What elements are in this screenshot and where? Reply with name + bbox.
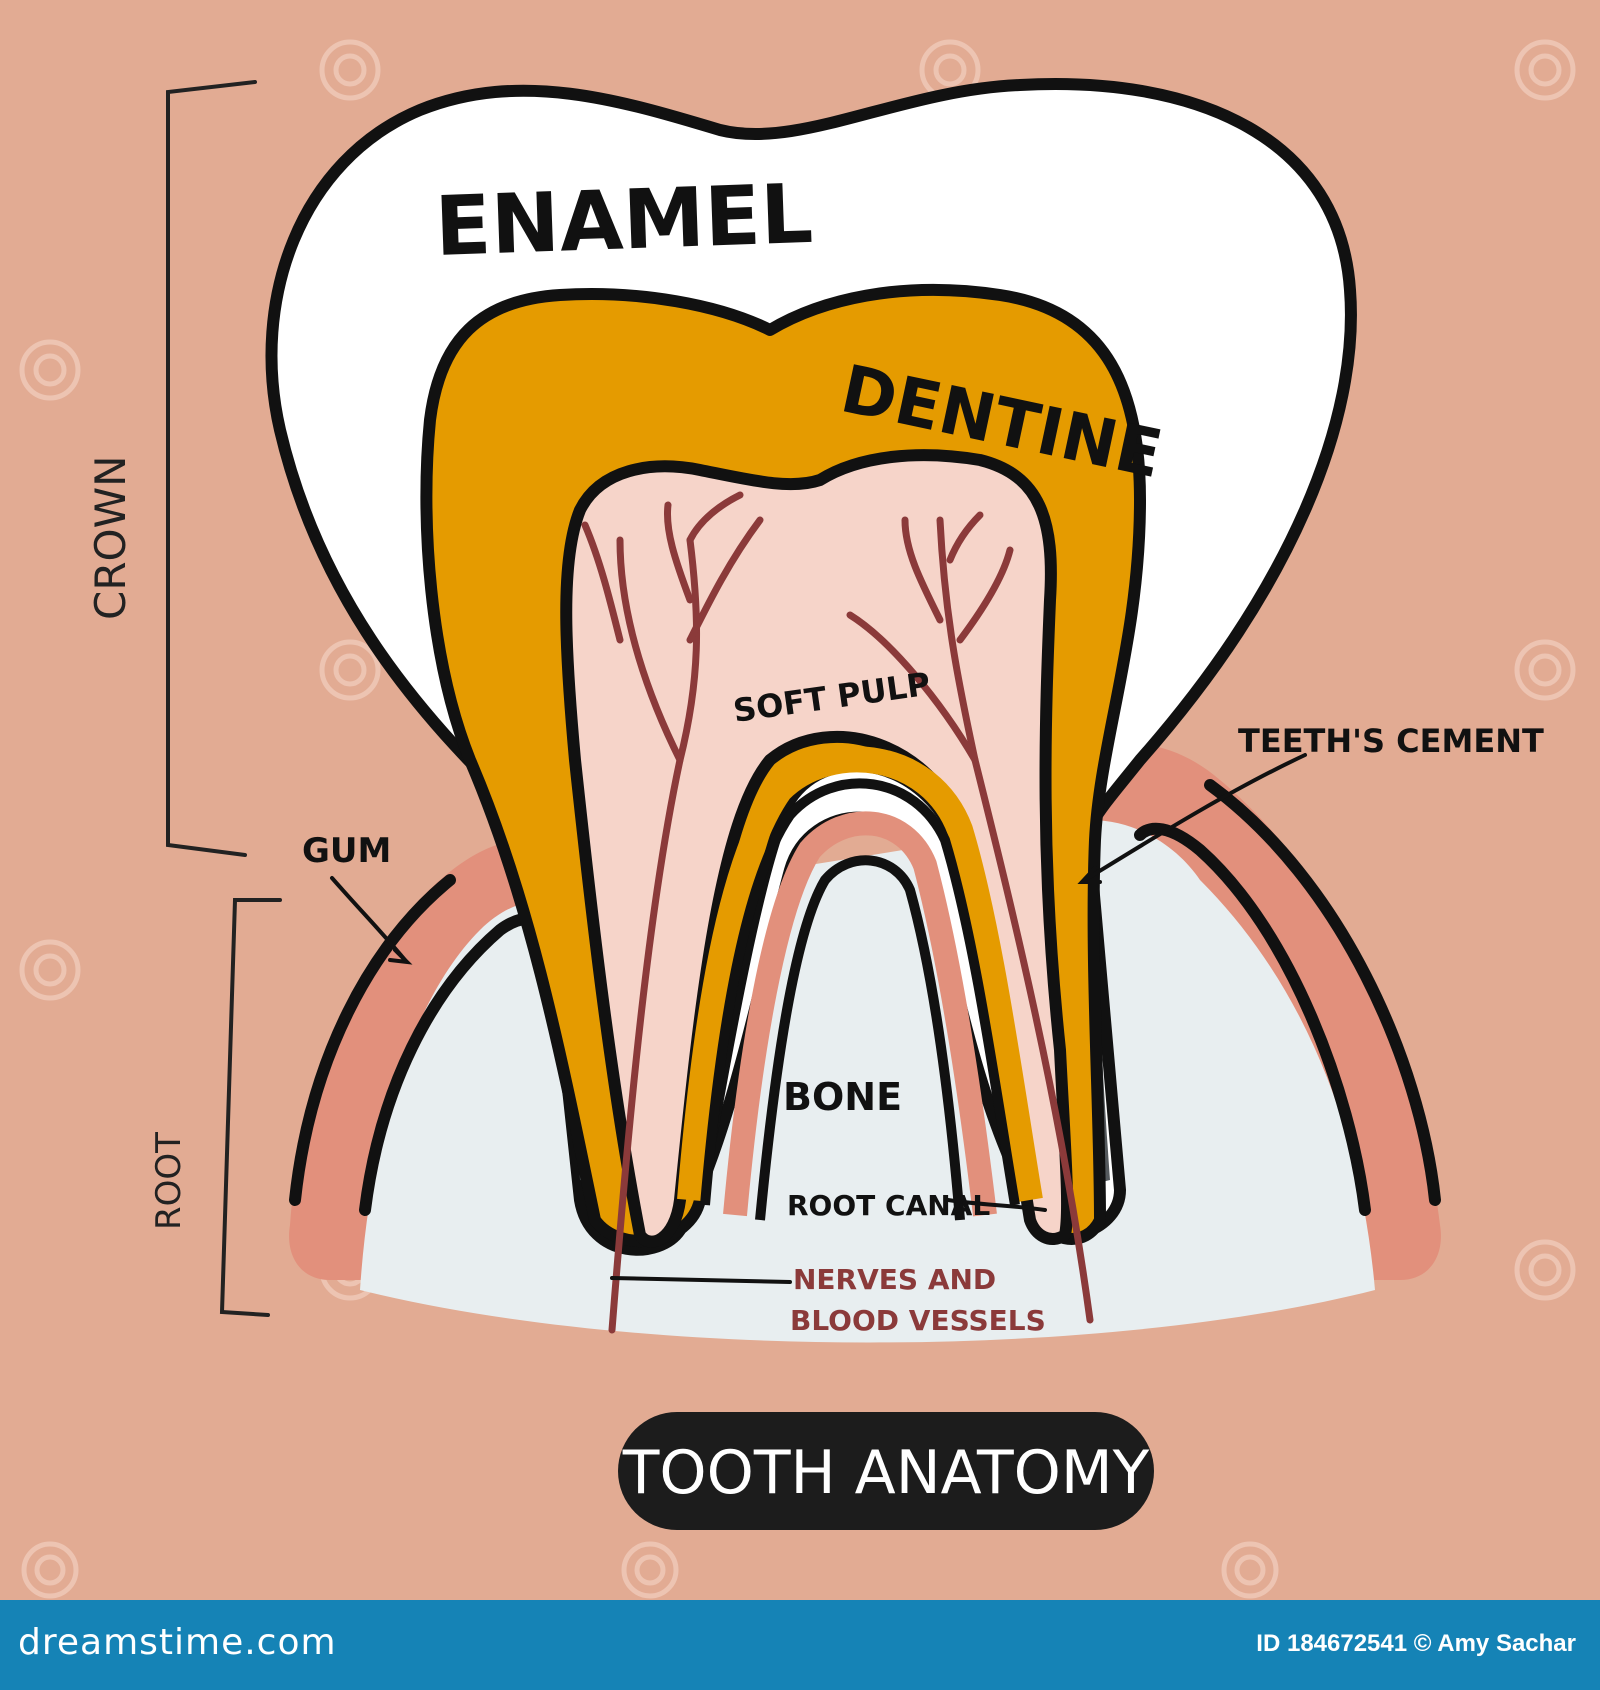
root-canal-outline <box>700 778 1020 1206</box>
brackets <box>166 80 282 1317</box>
crown-bracket <box>166 80 257 857</box>
gum-outline-left <box>289 874 456 1206</box>
teeths-cement-label: TEETH'S CEMENT <box>1238 722 1544 760</box>
site-logo[interactable]: dreamstime.com <box>18 1622 337 1663</box>
id-value: 184672541 <box>1286 1630 1408 1657</box>
soft-pulp <box>560 449 1074 1248</box>
leader-lines <box>330 753 1307 1284</box>
id-label: ID <box>1256 1630 1281 1657</box>
crown-label: CROWN <box>86 455 135 620</box>
gum-between-roots <box>723 811 997 1217</box>
nerves-label-line2: BLOOD VESSELS <box>790 1304 1046 1337</box>
root-bracket <box>219 898 282 1317</box>
enamel-label: ENAMEL <box>433 167 814 275</box>
root-canal-label: ROOT CANAL <box>787 1189 990 1222</box>
diagram-canvas: ENAMEL DENTINE SOFT PULP TEETH'S CEMENT … <box>19 39 1576 1599</box>
title: TOOTH ANATOMY <box>622 1438 1150 1508</box>
root-canal-wall <box>677 746 1043 1203</box>
title-pill <box>618 1412 1154 1530</box>
gum-outline-right <box>1204 779 1441 1206</box>
footer-bar: dreamstime.com ID 184672541 © Amy Sachar <box>0 1600 1600 1690</box>
nerves-label-line1: NERVES AND <box>793 1263 996 1296</box>
author-name: Amy Sachar <box>1437 1630 1576 1657</box>
copyright-symbol: © <box>1413 1630 1432 1657</box>
root-label: ROOT <box>149 1132 189 1230</box>
bone-label: BONE <box>783 1075 902 1119</box>
nerves-and-blood-vessels <box>581 491 1094 1334</box>
gum-between-roots-outline <box>755 855 965 1221</box>
gum-label: GUM <box>302 831 391 871</box>
image-credit: ID 184672541 © Amy Sachar <box>1256 1630 1576 1658</box>
